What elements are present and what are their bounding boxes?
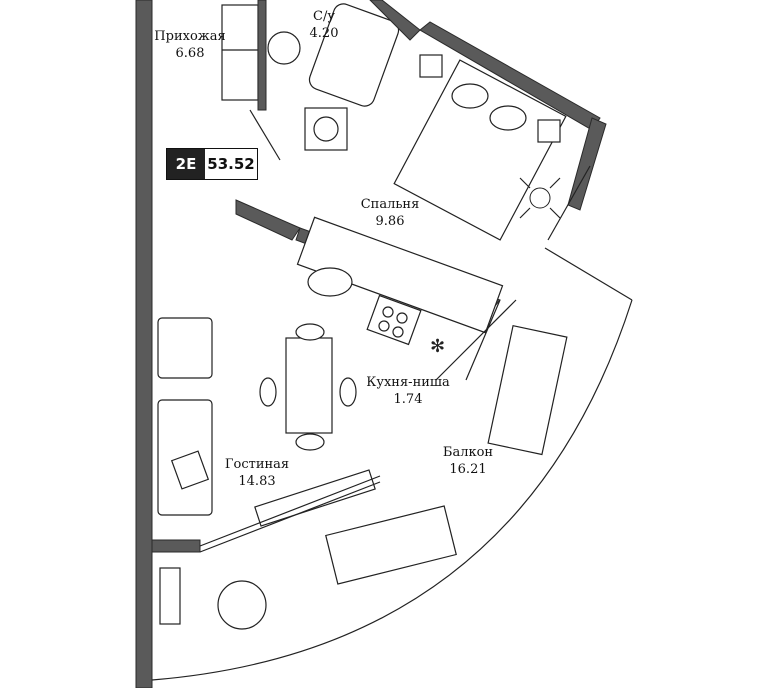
room-label-hallway: Прихожая 6.68 xyxy=(150,28,230,62)
apartment-badge: 2E 53.52 xyxy=(166,148,258,180)
room-name: Балкон xyxy=(442,445,494,460)
wall-left xyxy=(135,0,153,688)
room-label-bedroom: Спальня 9.86 xyxy=(356,196,424,230)
room-label-balcony: Балкон 16.21 xyxy=(436,444,500,478)
balcony-railing xyxy=(544,247,633,301)
room-area: 4.20 xyxy=(309,26,339,41)
nightstand xyxy=(419,54,443,78)
room-name: Кухня-ниша xyxy=(366,375,450,390)
kitchen-sink xyxy=(307,267,353,297)
room-area: 6.68 xyxy=(175,46,205,61)
apartment-total-area: 53.52 xyxy=(205,149,257,179)
bed-pillow xyxy=(451,83,489,109)
room-label-living: Гостиная 14.83 xyxy=(222,456,292,490)
plant-icon xyxy=(519,177,561,219)
balcony-table xyxy=(217,580,267,630)
kitchen-counter xyxy=(296,216,504,334)
wall-hallway-partition xyxy=(257,0,267,111)
stove xyxy=(366,294,422,346)
balcony-outer-edge xyxy=(151,299,633,681)
wall-kitchen xyxy=(235,199,301,241)
room-name: С/у xyxy=(313,9,335,24)
bed-pillow xyxy=(489,105,527,131)
bed xyxy=(393,59,567,241)
bathtub xyxy=(308,3,400,107)
apartment-type-code: 2E xyxy=(167,149,205,179)
bathroom-sink xyxy=(267,31,301,65)
room-label-bathroom: С/у 4.20 xyxy=(296,8,352,42)
dining-table xyxy=(285,337,333,434)
armchair xyxy=(157,317,213,379)
room-area: 1.74 xyxy=(393,392,423,407)
room-area: 9.86 xyxy=(375,214,405,229)
room-label-kitchen: Кухня-ниша 1.74 xyxy=(362,374,454,408)
room-area: 16.21 xyxy=(449,462,487,477)
wall-bedroom-top xyxy=(419,21,601,131)
room-name: Прихожая xyxy=(154,29,226,44)
nightstand xyxy=(537,119,561,143)
fridge-icon: ✻ xyxy=(430,336,445,357)
room-name: Спальня xyxy=(360,197,420,212)
room-name: Гостиная xyxy=(224,457,290,472)
room-area: 14.83 xyxy=(238,474,276,489)
wall-bedroom-right xyxy=(567,117,607,211)
sunbed xyxy=(325,505,457,585)
sunbed xyxy=(487,324,568,456)
wall-living-bottom xyxy=(151,539,201,553)
